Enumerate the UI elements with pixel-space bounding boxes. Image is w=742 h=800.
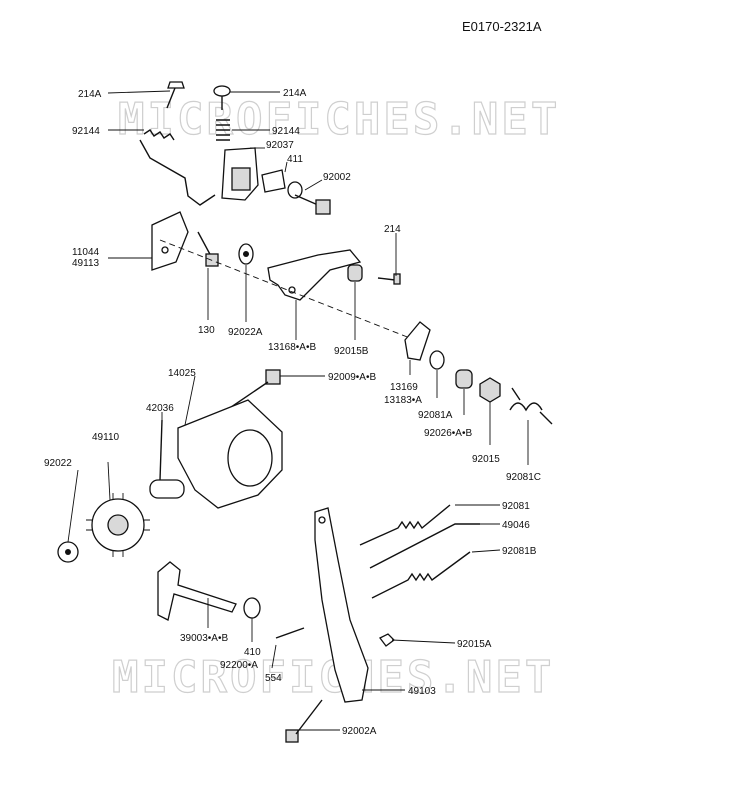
- label-13183: 13183•A: [384, 395, 422, 406]
- nut-92015: [479, 377, 501, 403]
- spring-92144-left: [143, 129, 175, 141]
- label-13169: 13169: [390, 382, 418, 393]
- spring-92081C: [509, 387, 553, 425]
- label-13168: 13168•A•B: [268, 342, 316, 353]
- rod-49046: [369, 523, 480, 569]
- label-554: 554: [265, 673, 282, 684]
- label-92015: 92015: [472, 454, 500, 465]
- label-92144: 92144: [72, 126, 100, 137]
- spring-92081: [359, 504, 451, 546]
- gear-49110: [86, 493, 150, 557]
- label-49103: 49103: [408, 686, 436, 697]
- washer-411: [287, 181, 303, 199]
- screw-214: [377, 273, 401, 285]
- watermark-top: MICROFICHES.NET: [118, 94, 560, 145]
- label-92144: 92144: [272, 126, 300, 137]
- linkage-rod: [139, 139, 216, 206]
- label-49110: 49110: [92, 432, 120, 443]
- washer-92081A: [429, 350, 445, 370]
- screw-214A-right: [213, 85, 231, 110]
- label-92026: 92026•A•B: [424, 428, 472, 439]
- diagram-code: E0170-2321A: [462, 19, 542, 34]
- label-92015A: 92015A: [457, 639, 492, 650]
- label-92009: 92009•A•B: [328, 372, 376, 383]
- bracket-92037: [221, 147, 286, 201]
- label-92081: 92081: [502, 501, 530, 512]
- label-11044: 11044: [72, 247, 100, 258]
- label-92002: 92002: [323, 172, 351, 183]
- bolt-130: [197, 231, 219, 267]
- plate-11044: [151, 211, 189, 271]
- screw-214A-left: [166, 81, 185, 109]
- spring-92081B: [371, 551, 471, 599]
- label-410: 410: [244, 647, 261, 658]
- watermark-bottom: MICROFICHES.NET: [112, 652, 554, 703]
- label-39003: 39003•A•B: [180, 633, 228, 644]
- label-92081B: 92081B: [502, 546, 537, 557]
- label-92037: 92037: [266, 140, 294, 151]
- label-92002A: 92002A: [342, 726, 377, 737]
- pin-554: [275, 627, 305, 639]
- collar-92015B: [347, 264, 363, 282]
- spring-92144-right: [216, 119, 230, 141]
- clip-92015A: [379, 633, 395, 647]
- label-214: 214: [384, 224, 401, 235]
- label-42036: 42036: [146, 403, 174, 414]
- lever-13168: [267, 249, 362, 301]
- arm-39003: [157, 561, 237, 621]
- label-92022: 92022: [44, 458, 72, 469]
- pin-42036: [149, 419, 185, 499]
- label-14025: 14025: [168, 368, 196, 379]
- label-92200: 92200•A: [220, 660, 258, 671]
- label-49046: 49046: [502, 520, 530, 531]
- bolt-92002A: [285, 699, 323, 743]
- label-130: 130: [198, 325, 215, 336]
- label-214A: 214A: [78, 89, 102, 100]
- label-49113: 49113: [72, 258, 100, 269]
- lever-13169: [404, 321, 431, 361]
- label-92022A: 92022A: [228, 327, 263, 338]
- label-92081A: 92081A: [418, 410, 453, 421]
- label-411: 411: [287, 154, 303, 165]
- label-92081C: 92081C: [506, 472, 541, 483]
- lever-49103: [314, 507, 369, 703]
- washer-410: [243, 597, 261, 619]
- bolt-92002: [294, 194, 331, 215]
- label-214A: 214A: [283, 88, 307, 99]
- label-92015B: 92015B: [334, 346, 369, 357]
- collar-92026: [455, 369, 473, 389]
